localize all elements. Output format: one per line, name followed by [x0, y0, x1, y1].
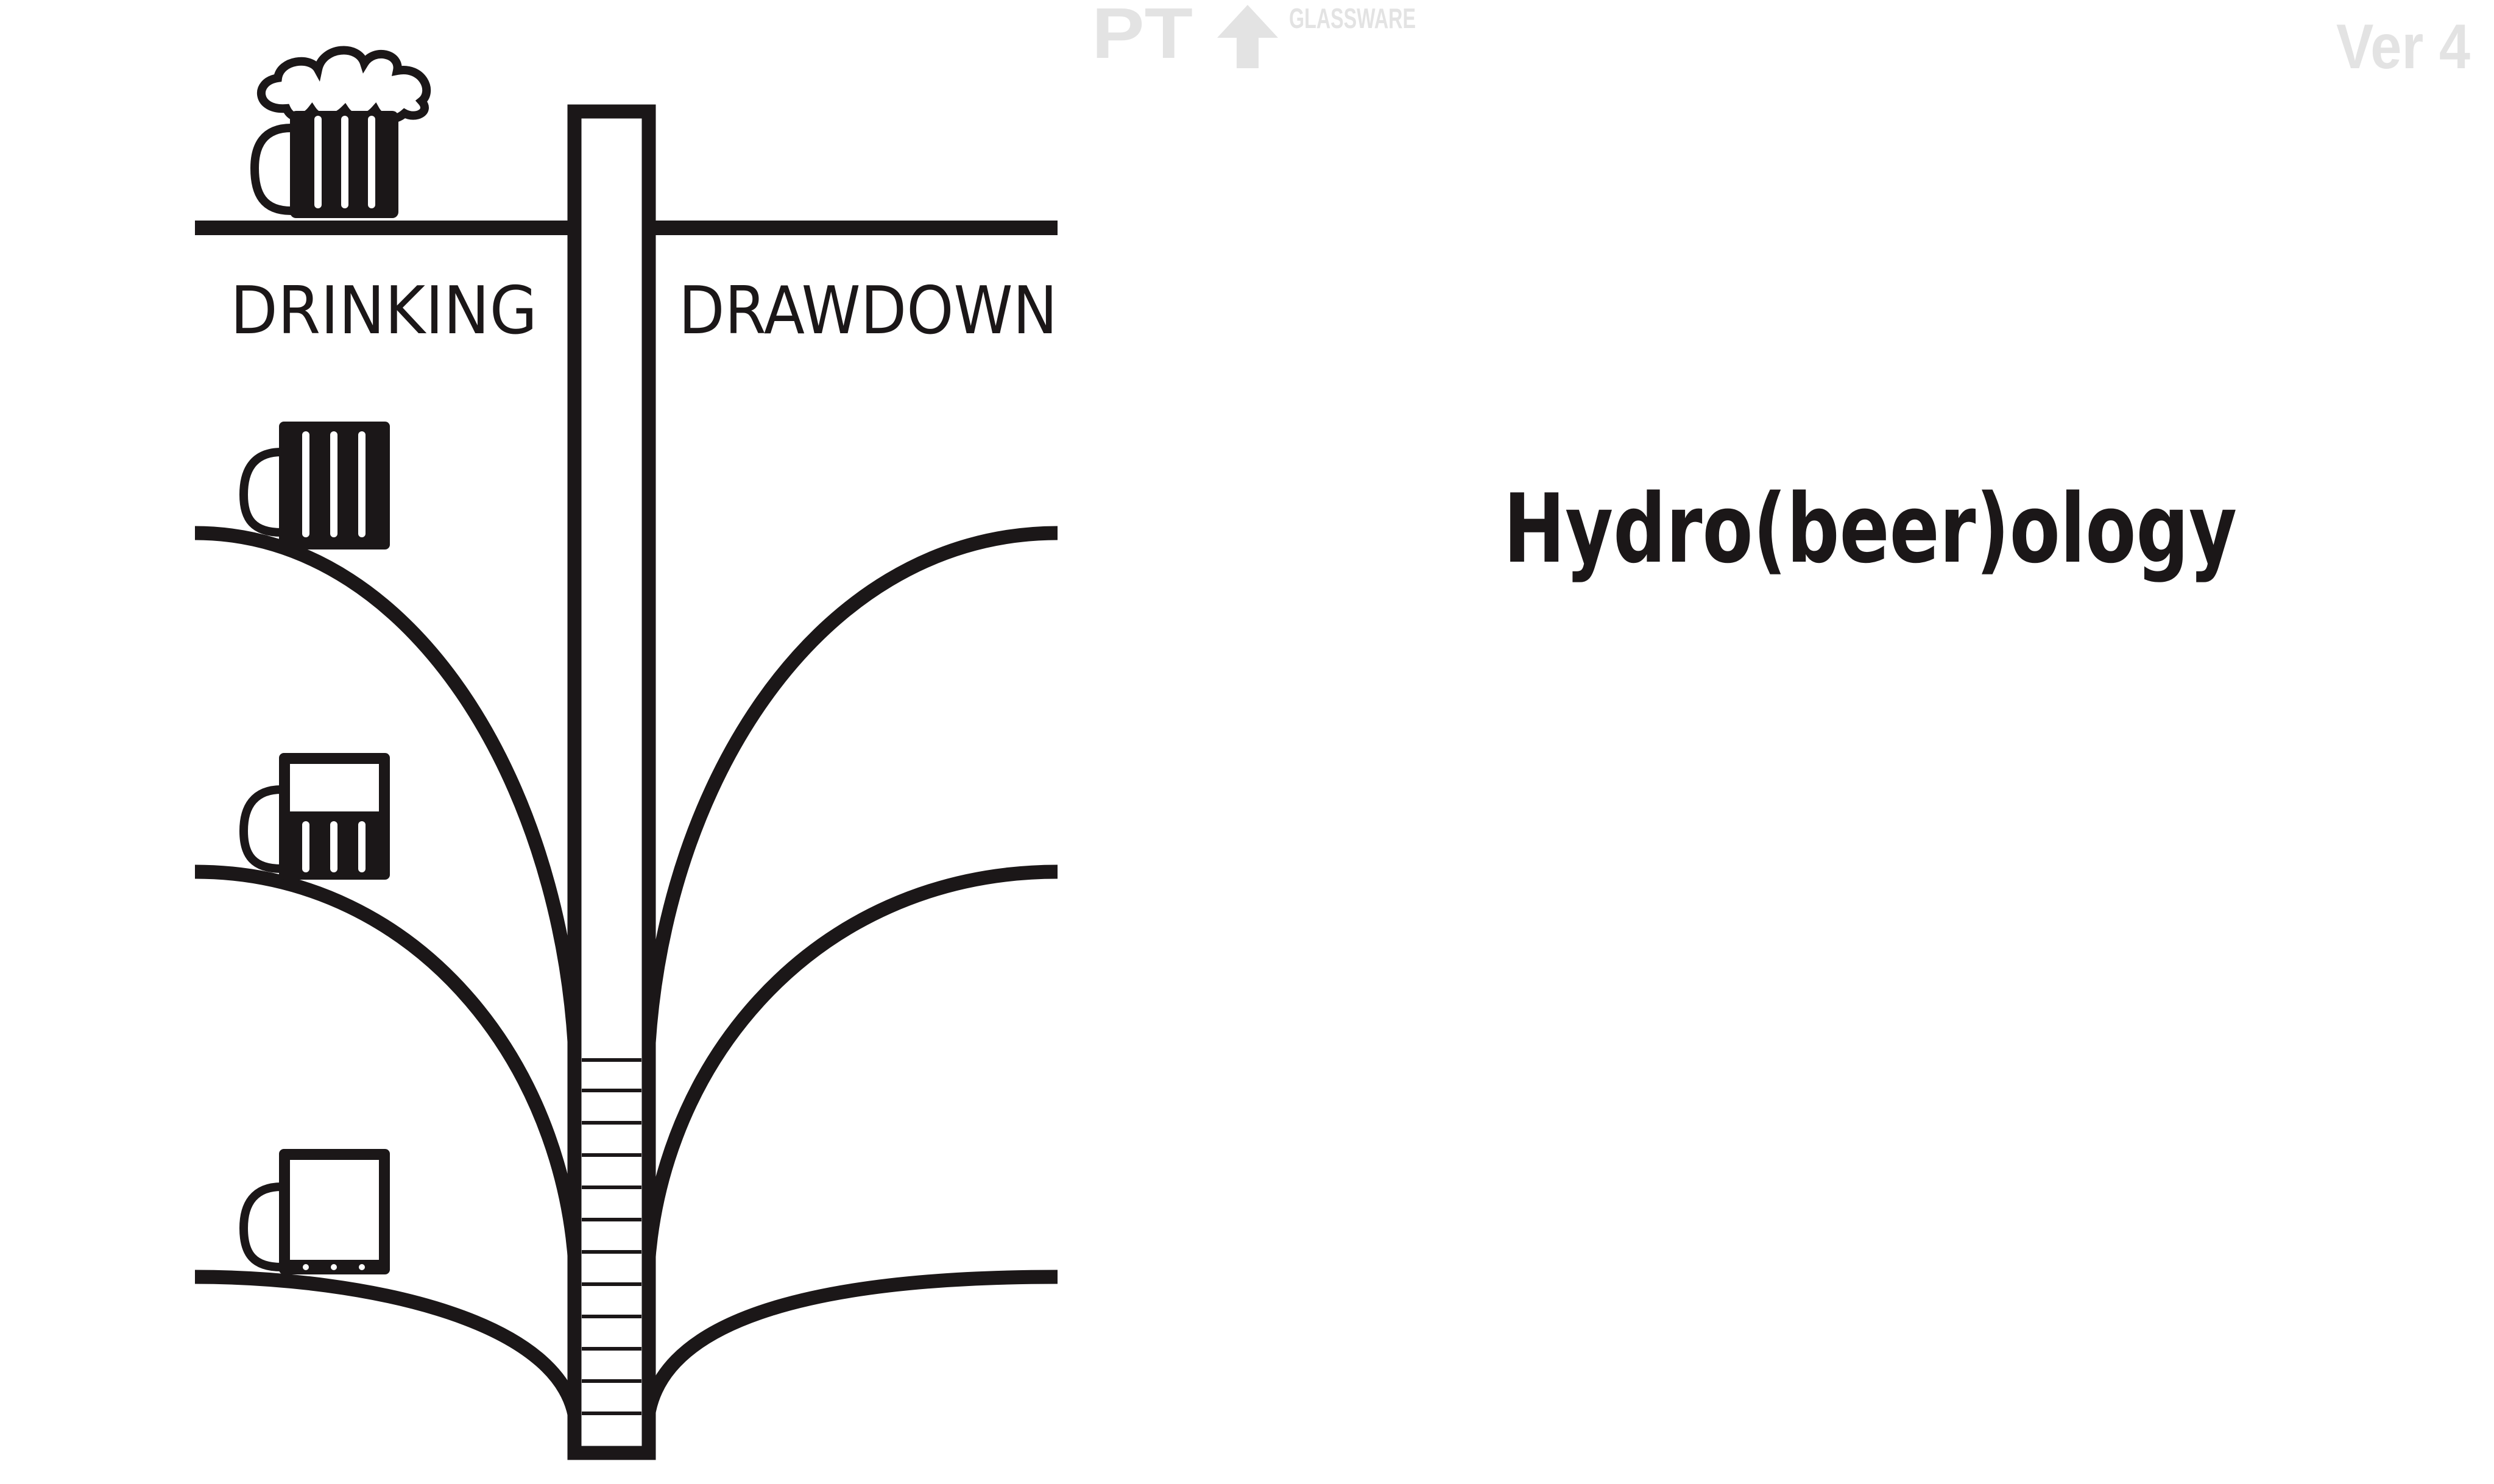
drinking-label: DRINKING: [230, 273, 537, 349]
version-label: Ver 4: [2336, 12, 2470, 82]
well-screen: [582, 1058, 641, 1415]
brand-logo: PT GLASSWARE: [1092, 0, 1416, 74]
three-quarter-beer-mug-icon: [239, 422, 390, 549]
logo-letters: PT: [1092, 0, 1193, 74]
ground-surface: [195, 221, 1058, 235]
foam: [257, 46, 431, 123]
empty-beer-mug-icon: [239, 1149, 390, 1274]
drawdown-curve-right-2: [640, 864, 1058, 1298]
diagram-title: Hydro(beer)ology: [1503, 473, 2237, 584]
bubbles: [314, 116, 375, 208]
handle: [250, 124, 292, 215]
handle: [239, 448, 282, 537]
logo-word: GLASSWARE: [1289, 2, 1416, 34]
up-arrow-icon: [1217, 5, 1278, 68]
drawdown-curve-left-3: [194, 1270, 584, 1432]
handle: [239, 1182, 282, 1271]
drawdown-curves: [194, 526, 1058, 1432]
drawdown-curve-left-1: [194, 526, 584, 1097]
drawdown-curve-right-3: [640, 1270, 1058, 1432]
handle: [239, 785, 282, 873]
drawdown-label: DRAWDOWN: [679, 273, 1058, 349]
half-beer-mug-icon: [239, 753, 390, 880]
drawdown-curve-right-1: [640, 526, 1058, 1097]
well-casing: [567, 104, 656, 1460]
full-beer-mug-icon: [250, 46, 431, 218]
drawdown-curve-left-2: [194, 864, 584, 1298]
